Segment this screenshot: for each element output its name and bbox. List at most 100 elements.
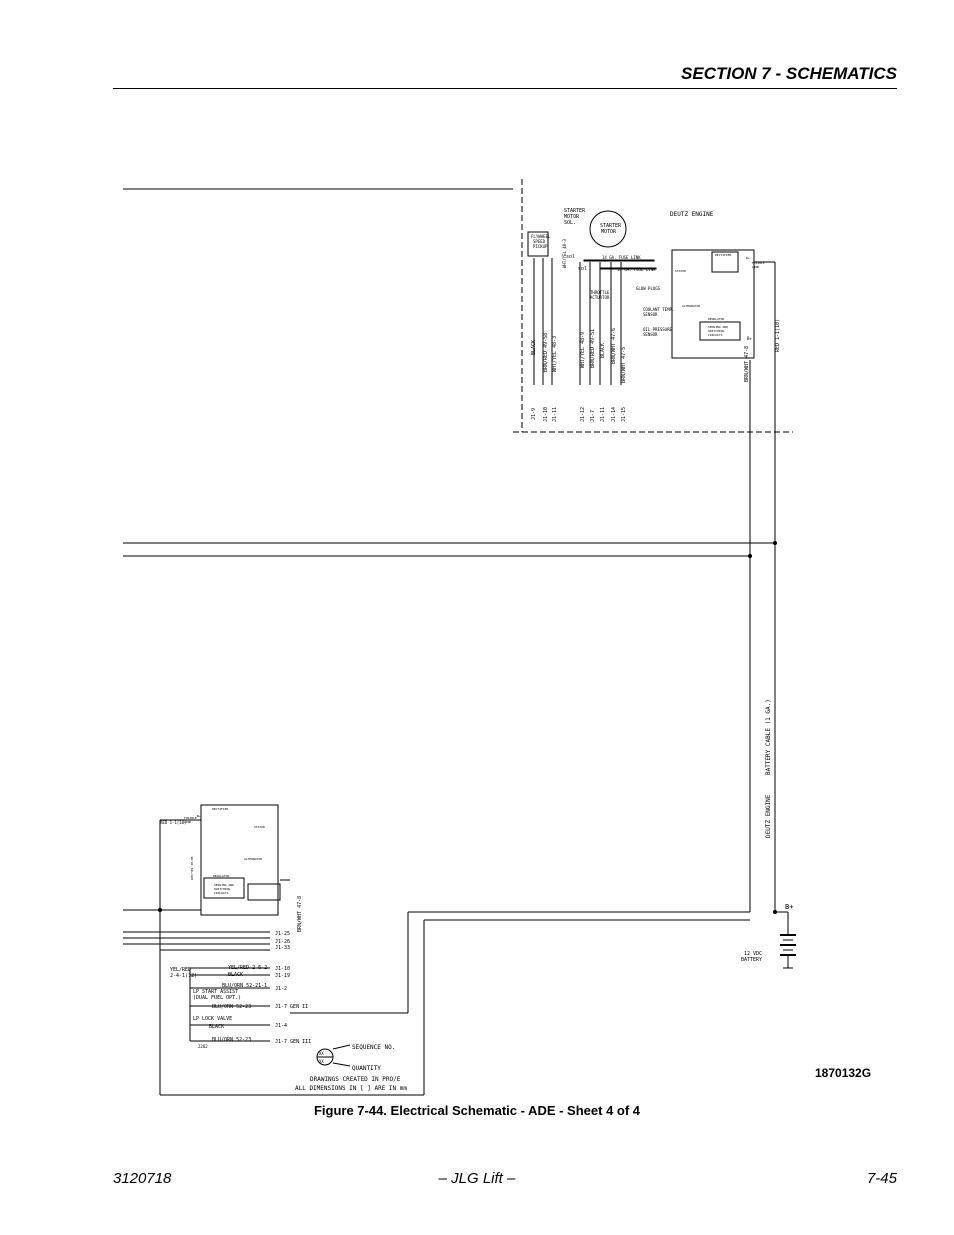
wire-label-4: WHT/YEL 48-9 [580, 332, 586, 368]
sequence-no: SEQUENCE NO. [352, 1044, 395, 1051]
figure-caption: Figure 7-44. Electrical Schematic - ADE … [313, 1103, 641, 1118]
ll-fusible-1: FUSIBLE [184, 816, 197, 820]
throttle-2: ACTUATOR [590, 295, 610, 300]
header-rule [113, 88, 897, 89]
oil-2: SENSOR [643, 332, 658, 337]
conn-4: J1-12 [580, 407, 586, 422]
battery-1: 12 VDC [744, 951, 762, 957]
wire-label-3: WHT/YEL 48-3 [552, 336, 558, 372]
quantity: QUANTITY [352, 1065, 381, 1072]
flywheel-3: PICKUP [533, 244, 548, 249]
starter-motor-2: MOTOR [601, 229, 617, 235]
alternator-box [671, 249, 755, 359]
ll-j110: J1-10 [275, 966, 290, 972]
deutz-engine-label: DEUTZ ENGINE [765, 794, 772, 838]
sensing-circuit-box [699, 321, 741, 341]
footer-page-number: 7-45 [866, 1170, 897, 1187]
engine-title: DEUTZ ENGINE [670, 211, 714, 218]
starter-sol-1: STARTER [564, 208, 586, 214]
oil-1: OIL PRESSURE [643, 327, 672, 332]
rectifier: RECTIFIER [715, 253, 731, 257]
ll-bluorn-3: BLU/ORN 52-23 [212, 1037, 251, 1043]
throttle-1: THROTTLE [590, 290, 610, 295]
ll-code: 2262 [198, 1044, 208, 1049]
conn-3: J1-11 [552, 407, 558, 422]
wire-label-7: BRN/WHT 47-6 [611, 328, 617, 364]
engine-bplus: B+ [747, 336, 752, 341]
ll-bplus: B+ [197, 814, 201, 818]
ll-j33: J1-33 [275, 945, 290, 951]
starter-sol-3: SOL. [564, 220, 576, 226]
drawings-note-1: DRAWINGS CREATED IN PRO/E [310, 1076, 401, 1083]
ll-lplock: LP LOCK VALVE [193, 1016, 232, 1022]
ll-brnwht: BRN/WHT 47-8 [297, 896, 303, 932]
battery-cable: BATTERY CABLE (1 GA.) [765, 699, 772, 775]
fusible-2: LINK [752, 265, 759, 269]
ll-sensing-2: SWITCHING [214, 887, 230, 891]
figure-number: 1870132G [815, 1066, 872, 1080]
flywheel-pickup-box [527, 231, 549, 257]
conn-7: J1-14 [611, 407, 617, 422]
legend-xx-2: XX [319, 1059, 324, 1064]
sol-1: sol [566, 254, 575, 260]
ll-black-2: BLACK [209, 1024, 224, 1030]
ll-sensing-3: CIRCUITS [214, 891, 229, 895]
ll-j17gen3: J1-7 GEN III [275, 1039, 311, 1045]
conn-8: J1-15 [621, 407, 627, 422]
battery-bplus: B+ [785, 903, 793, 911]
starter-sol-2: MOTOR [564, 214, 580, 220]
section-title: SECTION 7 - SCHEMATICS [681, 64, 897, 83]
coolant-2: SENSOR [643, 312, 658, 317]
ll-sensing-1: SENSING AND [214, 883, 234, 887]
wire-label-5: BRN/RED 49-51 [590, 329, 596, 368]
ll-yelred-in-1: YEL/RED [170, 967, 191, 973]
ll-stator: STATOR [254, 825, 265, 829]
ll-fusible-2: LINK [184, 820, 191, 824]
small-mark: WHT/YEL 48-3 [562, 239, 567, 268]
footer-publisher: – JLG Lift – [438, 1170, 516, 1187]
ll-regulator: REGULATOR [213, 874, 229, 878]
ll-bluorn-2: BLU/ORN 52-23 [212, 1004, 251, 1010]
stator: STATOR [675, 269, 686, 273]
flywheel-2: SPEED [533, 239, 546, 244]
coolant-1: COOLANT TEMP. [643, 307, 674, 312]
drawings-note-2: ALL DIMENSIONS IN [ ] ARE IN mm [295, 1085, 407, 1092]
legend-xx-1: XX [319, 1051, 324, 1056]
ll-alternator: ALTERNATOR [244, 857, 262, 861]
ll-black-1: BLACK [228, 972, 243, 978]
flywheel-1: FLYWHEEL [531, 234, 551, 239]
regulator: REGULATOR [708, 317, 724, 321]
footer-doc-number: 3120718 [113, 1170, 172, 1187]
alternator: ALTERNATOR [682, 304, 700, 308]
wire-label-2: BRN/RED 49-58 [543, 333, 549, 372]
ll-lpstart-1: LP START ASSIST [193, 989, 238, 995]
starter-motor-symbol [589, 210, 627, 248]
conn-6: J1-11 [600, 407, 606, 422]
ll-rectifier: RECTIFIER [212, 807, 228, 811]
sol-2: sol [578, 266, 587, 272]
wire-label-1: BLACK [531, 340, 537, 355]
fusible-1: FUSIBLE [752, 261, 765, 265]
sensing-1: SENSING AND [708, 325, 728, 329]
wire-label-8: BRN/WHT 47-5 [621, 347, 627, 383]
ll-j25: J1-25 [275, 931, 290, 937]
alternator-box-lower [200, 804, 279, 916]
ll-yelred-in-2: 2-4-1(12) [170, 973, 197, 979]
ll-whtyel: WHT/YEL 48-88 [190, 856, 194, 880]
sensing-circuit-box-lower [203, 877, 245, 899]
conn-2: J1-10 [543, 407, 549, 422]
fuse-link-1: 14 GA. FUSE LINK [602, 255, 641, 260]
ll-j14: J1-4 [275, 1023, 287, 1029]
ll-j119: J1-19 [275, 973, 290, 979]
ll-j17gen2: J1-7 GEN II [275, 1004, 308, 1010]
fuse-link-2: 14 GA. FUSE LINK [617, 267, 656, 272]
ll-lpstart-2: (DUAL FUEL OPT.) [193, 995, 241, 1001]
starter-motor-1: STARTER [600, 223, 622, 229]
ll-j12: J1-2 [275, 986, 287, 992]
sensing-2: SWITCHING [708, 329, 724, 333]
wire-label-6: BLACK [600, 343, 606, 358]
ll-bluorn-1: BLU/ORN 52-21-1 [222, 983, 267, 989]
fusible-b: B+ [746, 256, 750, 260]
ll-yelred-out: YEL/RED 2-6-2 [228, 965, 267, 971]
